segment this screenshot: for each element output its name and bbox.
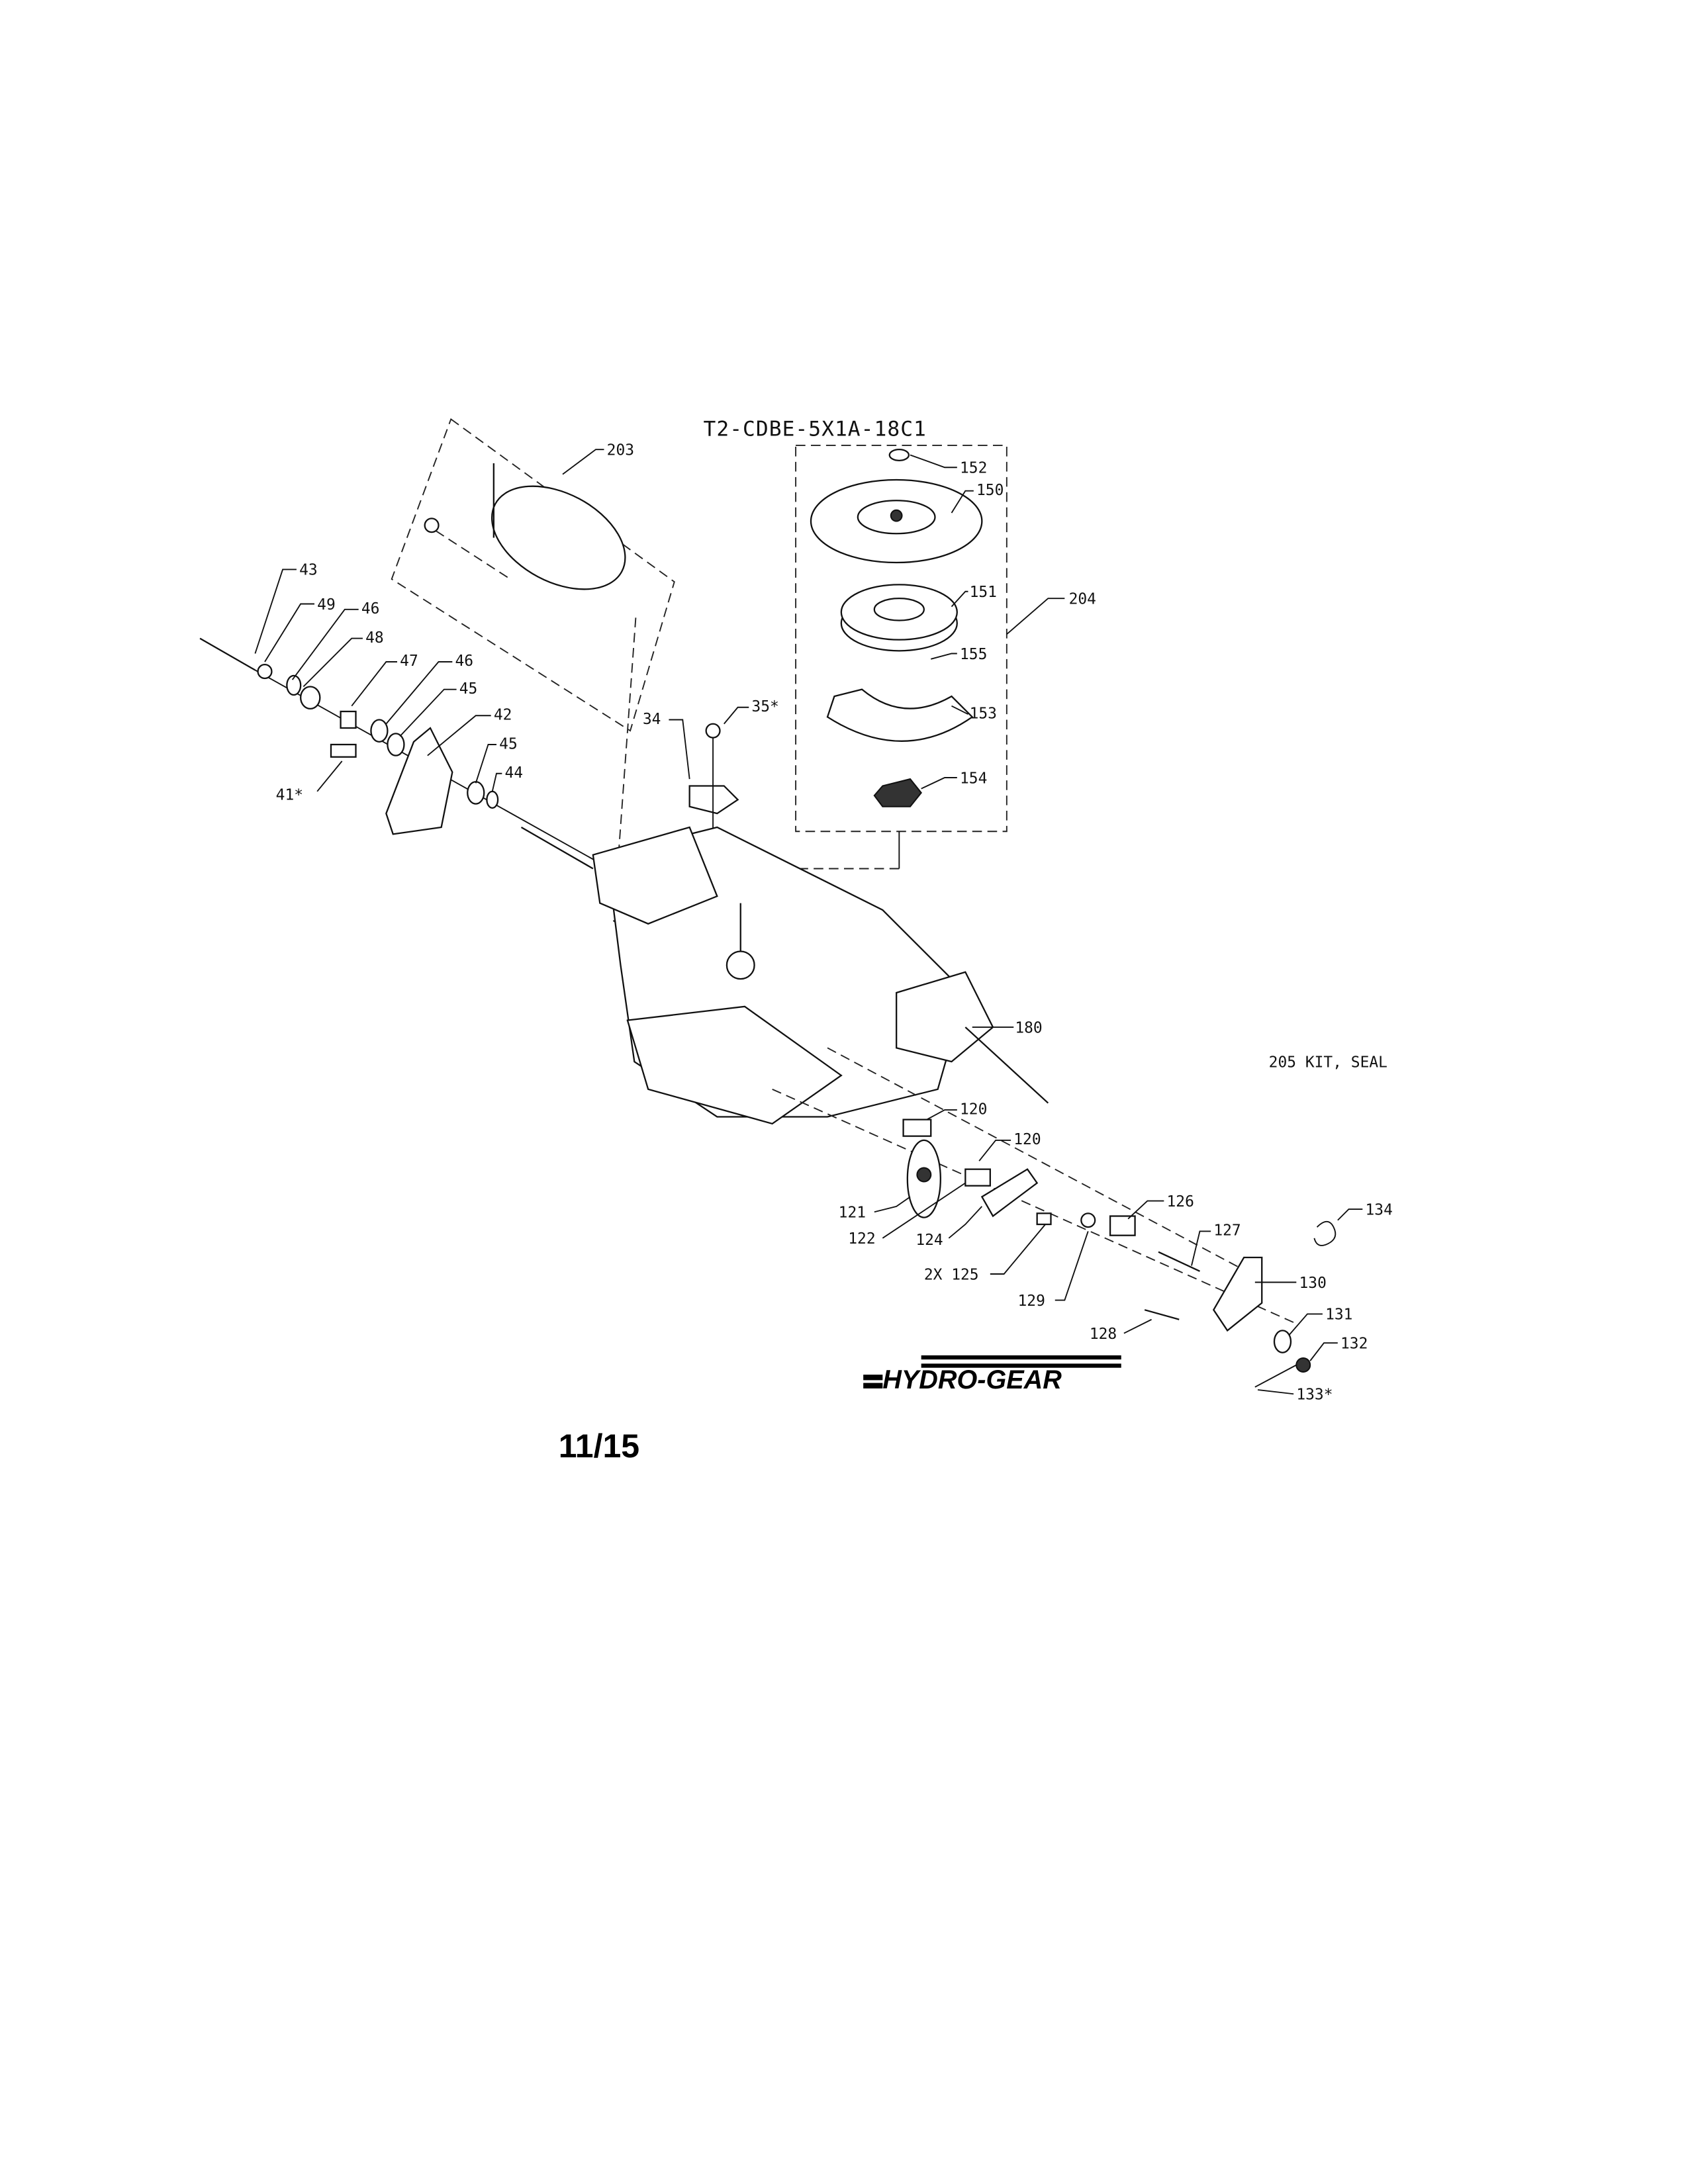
kit-204-box — [795, 444, 1008, 833]
callout-35: 35* — [751, 698, 778, 715]
callout-152: 152 — [960, 460, 987, 477]
plate-130-part — [1212, 1256, 1263, 1332]
callout-46: 46 — [361, 600, 380, 617]
callout-120: 120 — [1013, 1131, 1041, 1148]
fan-guard-part — [826, 688, 974, 742]
leader-lines — [254, 454, 1363, 1395]
arm-34-part — [688, 785, 739, 815]
nut-152-part — [888, 449, 910, 461]
callout-130: 130 — [1299, 1275, 1327, 1292]
callout-128: 128 — [1090, 1326, 1117, 1343]
callout-155: 155 — [960, 646, 987, 663]
page-number: 11/15 — [559, 1428, 639, 1465]
callout-124: 124 — [915, 1232, 943, 1249]
callout-45: 45 — [499, 735, 518, 752]
linkage-parts — [199, 637, 739, 910]
hydro-gear-logo: HYDRO-GEAR — [863, 1355, 1121, 1394]
nut-part — [424, 518, 440, 533]
callout-131: 131 — [1325, 1306, 1352, 1324]
callout-125: 2X 125 — [924, 1266, 979, 1283]
callout-127: 127 — [1213, 1222, 1241, 1240]
callout-203: 203 — [607, 442, 634, 459]
callout-41: 41* — [276, 786, 303, 803]
callout-44: 44 — [505, 764, 524, 782]
callout-133: 133* — [1296, 1387, 1333, 1404]
callout-153: 153 — [970, 705, 997, 722]
bypass-arm-part — [491, 485, 626, 590]
callout-42: 42 — [494, 707, 512, 724]
transaxle-body — [592, 826, 1049, 1125]
callout-45: 45 — [459, 680, 478, 698]
callout-151: 151 — [970, 584, 997, 601]
callout-labels: 203 43 49 46 48 47 46 45 42 41* 45 44 34… — [276, 442, 1393, 1404]
callout-122: 122 — [848, 1230, 875, 1248]
callout-126: 126 — [1167, 1193, 1194, 1210]
callout-48: 48 — [365, 629, 384, 647]
spacer-126-part — [1109, 1215, 1136, 1236]
callout-180: 180 — [1015, 1019, 1042, 1036]
callout-34: 34 — [643, 711, 661, 728]
control-parts — [772, 1047, 1336, 1388]
callout-43: 43 — [299, 562, 318, 579]
callout-120: 120 — [960, 1101, 987, 1118]
callout-121: 121 — [839, 1205, 866, 1222]
callout-47: 47 — [400, 653, 418, 670]
block-124-part — [980, 1168, 1039, 1218]
callout-46: 46 — [455, 653, 474, 670]
spring-134-part — [1313, 1220, 1336, 1246]
callout-129: 129 — [1018, 1293, 1045, 1310]
callout-134: 134 — [1366, 1201, 1393, 1218]
callout-132: 132 — [1340, 1335, 1368, 1352]
pulley-part — [840, 584, 958, 652]
callout-154: 154 — [960, 770, 987, 787]
fan-part — [810, 478, 983, 564]
callout-150: 150 — [976, 482, 1004, 499]
kit-204-group — [737, 444, 1065, 910]
callout-49: 49 — [317, 596, 336, 614]
coupler-part — [873, 778, 923, 807]
bracket-42-part — [385, 727, 453, 835]
callout-204: 204 — [1069, 591, 1096, 608]
kit-203-box — [391, 418, 675, 732]
model-title: T2-CDBE-5X1A-18C1 — [704, 417, 927, 441]
hydro-gear-logo-text: HYDRO-GEAR — [882, 1365, 1062, 1394]
kit-seal-note: 205 KIT, SEAL — [1269, 1054, 1387, 1071]
